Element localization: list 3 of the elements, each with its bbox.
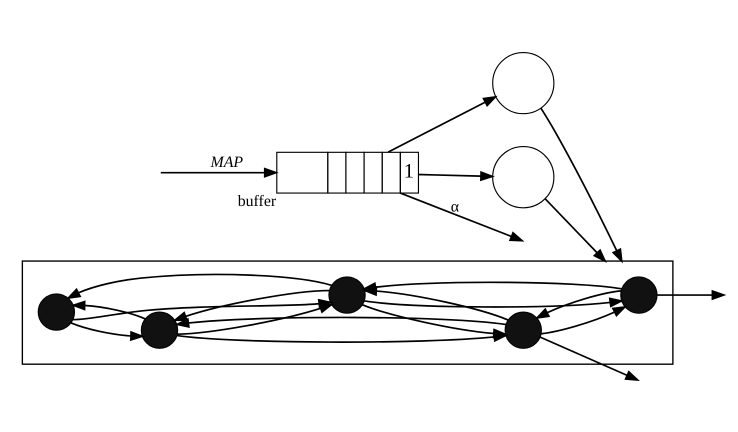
edge-label: α [450, 198, 460, 215]
node-label: buffer [238, 192, 276, 210]
edge-label: MAP [210, 154, 244, 171]
